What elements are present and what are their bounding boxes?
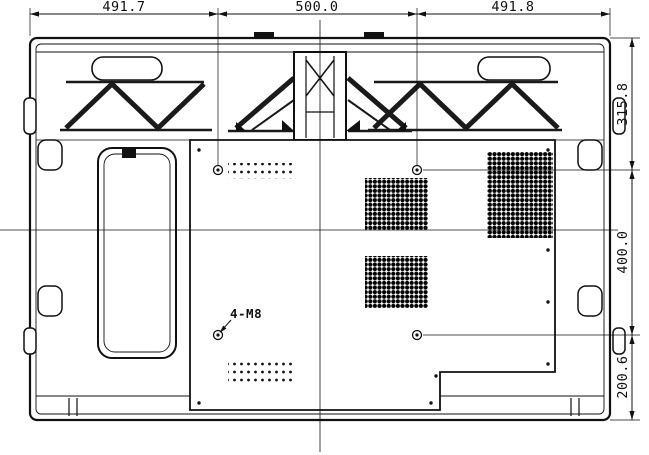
truss-gusset [282,120,294,131]
mount-hole-label: 4-M8 [230,306,262,321]
left-cutout-lower [37,285,63,317]
vent-grid-center-upper [365,178,428,230]
truss-gusset [346,120,360,131]
left-handle-cutout [91,56,163,81]
vent-dots-bottom-left [228,360,294,384]
right-cutout-upper [577,139,603,171]
left-truss-bracket [60,80,212,132]
center-stand-column [228,32,412,141]
dim-top-left: 491.7 [102,0,145,15]
top-hook-tab [254,32,274,39]
vesa-mount-holes [212,164,423,341]
vent-grid-right [487,152,553,238]
dimension-arrows [30,11,610,17]
left-edge-tab-lower [23,327,37,355]
mount-hole-top-right [411,164,423,176]
truss-gusset [236,122,246,131]
centerlines [0,20,618,452]
panel-latch [122,147,136,158]
truss-gusset [396,122,406,131]
top-hook-tab [364,32,384,39]
left-cutout-upper [37,139,63,171]
dim-right-middle: 400.0 [615,230,631,273]
vent-dots-top-left [228,163,294,179]
dim-right-lower: 200.6 [615,355,631,398]
mount-hole-bottom-left [212,329,224,341]
left-service-panel [97,147,177,359]
mount-hole-top-left [212,164,224,176]
side-cutouts [23,97,626,355]
mount-hole-callout: 4-M8 [219,306,262,333]
right-dimension-chain [423,37,640,421]
mount-hole-bottom-right [411,329,423,341]
top-dimension-chain [29,8,611,166]
panel-screw-dots [197,148,550,405]
dim-right-upper: 315.8 [615,82,631,125]
dim-top-center: 500.0 [295,0,338,15]
vent-grid-center-lower [365,256,428,308]
right-edge-tab-lower [612,327,626,355]
dim-top-right: 491.8 [491,0,534,15]
right-cutout-lower [577,285,603,317]
right-handle-cutout [477,56,551,81]
dimension-arrows [629,38,635,420]
right-edge-tab-upper [612,97,626,135]
left-edge-tab-upper [23,97,37,135]
vent-hole-fields [228,152,553,384]
leader-arrow [219,325,227,333]
